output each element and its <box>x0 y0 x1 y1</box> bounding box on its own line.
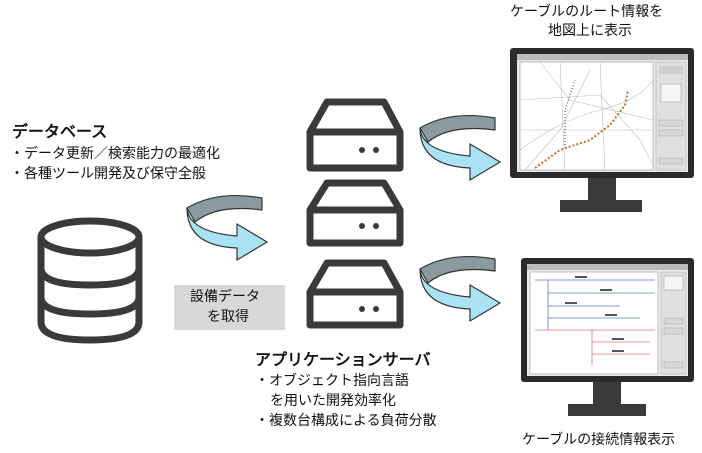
server-icon-1 <box>306 98 404 172</box>
server-bullet-2: を用いた開発効率化 <box>270 393 396 409</box>
database-bullet-1: ・データ更新／検索能力の最適化 <box>10 146 220 162</box>
server-bullet-1: ・オブジェクト指向言語 <box>255 373 409 389</box>
server-icon-2 <box>306 179 404 247</box>
database-bullet-2: ・各種ツール開発及び保守全般 <box>10 166 206 182</box>
top-monitor-caption-line1: ケーブルのルート情報を <box>510 4 664 20</box>
database-title: データベース <box>12 122 108 141</box>
server-icon-3 <box>306 259 404 329</box>
acquire-data-label-line2: を取得 <box>207 309 249 325</box>
top-monitor-caption-line2: 地図上に表示 <box>548 23 632 39</box>
bottom-monitor-caption: ケーブルの接続情報表示 <box>522 432 676 448</box>
acquire-data-label-box <box>174 285 285 330</box>
server-bullet-3: ・複数台構成による負荷分散 <box>255 413 437 429</box>
server-title: アプリケーションサーバ <box>255 350 431 369</box>
acquire-data-label-line1: 設備データ <box>190 289 260 305</box>
